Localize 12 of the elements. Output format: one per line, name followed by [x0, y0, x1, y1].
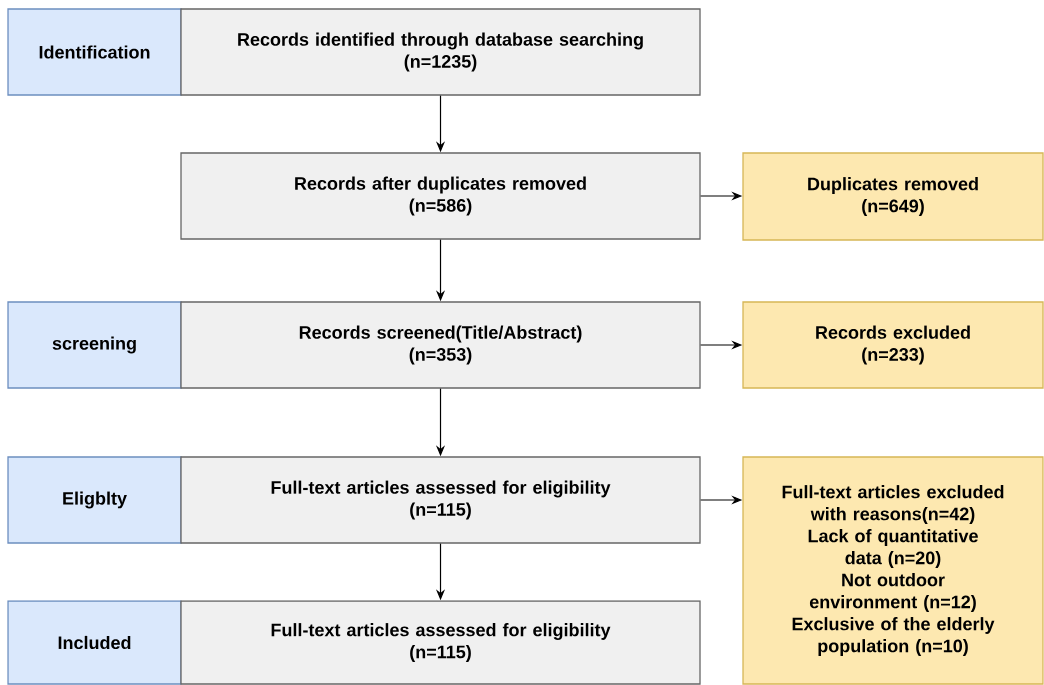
stage-label-box: screening	[7, 301, 182, 389]
process-box: Full-text articles assessed for eligibility (n=115)	[180, 600, 701, 685]
stage-label-box: Eligblty	[7, 456, 182, 544]
process-box: Records after duplicates removed (n=586)	[180, 152, 701, 240]
process-box: Records identified through database searching (n=1235)	[180, 8, 701, 96]
exclusion-box: Duplicates removed (n=649)	[742, 152, 1044, 241]
stage-label-box: Identification	[7, 8, 182, 96]
exclusion-box: Records excluded (n=233)	[742, 301, 1044, 389]
process-box: Records screened(Title/Abstract) (n=353)	[180, 301, 701, 389]
process-box: Full-text articles assessed for eligibility (n=115)	[180, 456, 701, 544]
exclusion-box: Full-text articles excluded with reasons(n=42) Lack of quantitative data (n=20) Not outdoor environment (n=12) Exclusive of the elderly population (n=10)	[742, 456, 1044, 685]
stage-label-box: Included	[7, 600, 182, 685]
